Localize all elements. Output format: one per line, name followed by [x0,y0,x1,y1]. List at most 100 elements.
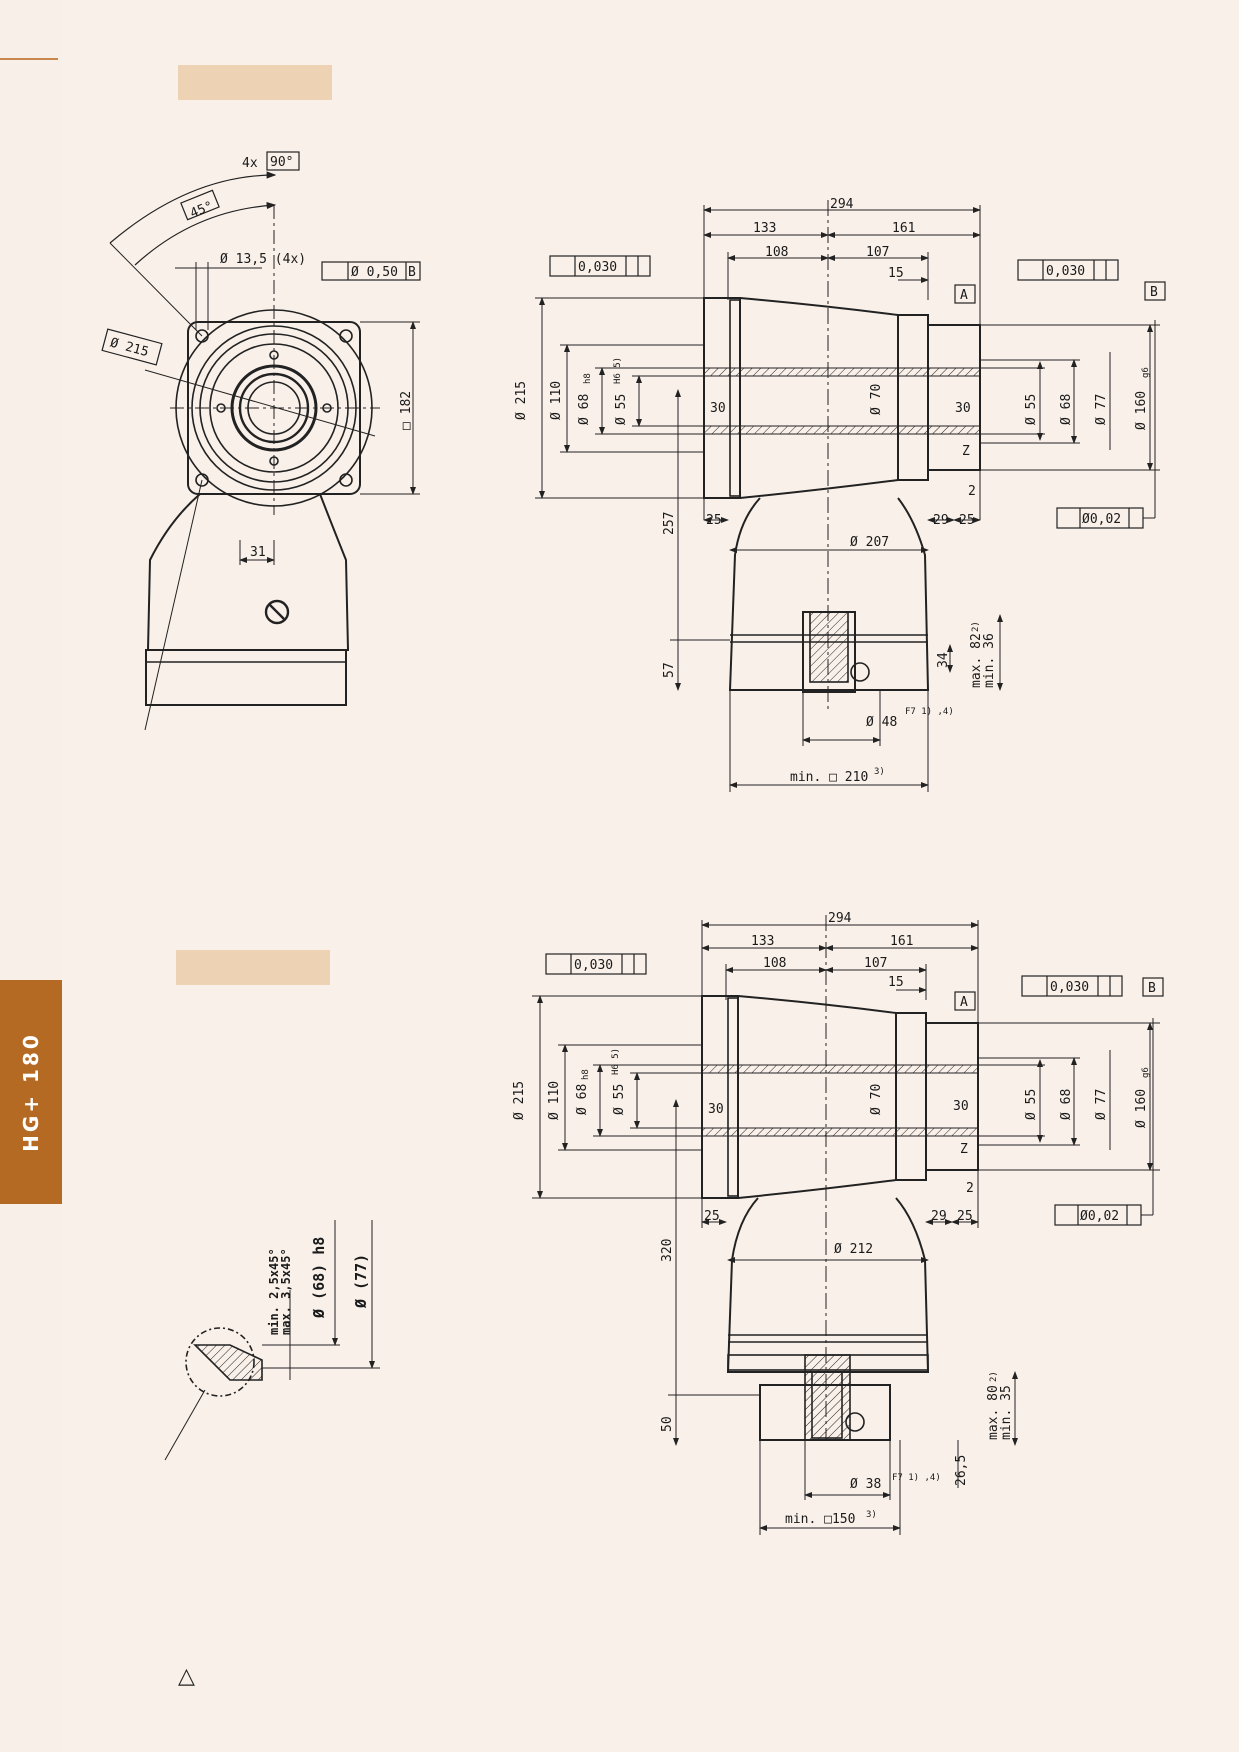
bore38-label: Ø 38 [850,1477,881,1492]
bottom-bore-30-right-label: 30 [953,1099,969,1114]
foot3-top-label: 3) [874,767,885,777]
dia-77-label: Ø 77 [1094,394,1109,425]
bottom-perp-tol-label: Ø0,02 [1080,1209,1119,1224]
bottom-overall-294-label: 294 [828,911,852,926]
top-left-view [101,151,421,731]
runout-left-label: 0,030 [578,260,617,275]
top-rule [0,58,58,60]
shoulder-15-label: 15 [888,266,904,281]
bore48-label: Ø 48 [866,715,897,730]
left-108-label: 108 [765,245,788,260]
foot3-bottom-label: 3) [866,1510,877,1520]
overall-294-label: 294 [830,197,854,212]
bottom-d25-left-label: 25 [704,1209,720,1224]
angle-90-label: 90° [270,155,293,170]
h57-label: 57 [662,662,677,678]
right-107-label: 107 [866,245,889,260]
top-left-labels: 4x 90° 45° Ø 13,5 (4x) Ø 0,50 B Ø 215 □ … [108,155,416,560]
d25-right-label: 25 [959,513,975,528]
footer-symbol: △ [178,1664,195,1689]
tol-h6-label: H6 5) [613,357,623,384]
bottom-shoulder-15-label: 15 [888,975,904,990]
detail-view [164,1220,380,1461]
two-label: 2 [968,484,976,499]
bottom-datum-b-label: B [1148,981,1156,996]
dia-77-detail-label: Ø (77) [352,1254,370,1309]
bottom-tol-h6-label: H6 5) [611,1048,621,1075]
side-tab: HG+ 180 [0,980,62,1204]
label-box-bottom [176,950,330,985]
dia-68-label: Ø 68 [577,394,592,425]
h257-label: 257 [662,512,677,535]
bottom-right-view [532,915,1164,1535]
dia-68-r-label: Ø 68 [1059,394,1074,425]
bottom-right-labels: 294 133 161 108 107 15 0,030 0,030 A B Ø… [512,911,1156,1527]
min-sq-150-label: min. □150 [785,1512,855,1527]
bore48-tol-label: F7 1) ,4) [905,707,954,717]
h320-label: 320 [660,1239,675,1262]
bottom-dia-68-r-label: Ø 68 [1059,1089,1074,1120]
left-133-label: 133 [753,221,776,236]
detail-labels: min. 2,5x45° max. 3,5x45° Ø (68) h8 Ø (7… [267,1237,370,1335]
right-161-label: 161 [892,221,915,236]
bottom-bore-30-left-label: 30 [708,1102,724,1117]
h50-label: 50 [660,1416,675,1432]
tol-g6-label: g6 [1141,367,1151,378]
perp-tol-label: Ø0,02 [1082,512,1121,527]
datum-b-label: B [1150,285,1158,300]
bottom-right-161-label: 161 [890,934,913,949]
dia-212-label: Ø 212 [834,1242,873,1257]
chamfer-max-label: max. 3,5x45° [279,1248,293,1335]
footer-triangle-icon: △ [178,1664,195,1689]
top-right-labels: 294 133 161 108 107 15 0,030 0,030 A B Ø… [514,197,1158,785]
foot2-bottom-label: 2) [989,1371,999,1382]
bottom-d25-right-label: 25 [957,1209,973,1224]
hole-dim-label: Ø 13,5 (4x) [220,252,306,267]
bottom-runout-left-label: 0,030 [574,958,613,973]
dia-55-label: Ø 55 [614,394,629,425]
bore-30-right-label: 30 [955,401,971,416]
dia-207-label: Ø 207 [850,535,889,550]
dia-110-label: Ø 110 [549,381,564,420]
bottom-dia-215-label: Ø 215 [512,1081,527,1120]
foot2-top-label: 2) [971,621,981,632]
bottom-z-mark-label: Z [960,1142,968,1157]
dia-215-label: Ø 215 [514,381,529,420]
d29-label: 29 [933,513,949,528]
square-182-label: □ 182 [399,391,414,430]
page-body [62,0,1239,1752]
datum-b-label-left: B [408,265,416,280]
bottom-dia-160-label: Ø 160 [1134,1089,1149,1128]
bottom-dia-110-label: Ø 110 [547,1081,562,1120]
bottom-left-108-label: 108 [763,956,786,971]
bottom-dia-55-r-label: Ø 55 [1024,1089,1039,1120]
runout-right-label: 0,030 [1046,264,1085,279]
bottom-dia-77-label: Ø 77 [1094,1089,1109,1120]
bottom-runout-right-label: 0,030 [1050,980,1089,995]
bottom-tol-g6-label: g6 [1141,1067,1151,1078]
tol-h8-label: h8 [583,373,593,384]
bottom-dia-55-label: Ø 55 [612,1084,627,1115]
dia-160-label: Ø 160 [1134,391,1149,430]
bottom-d29-label: 29 [931,1209,947,1224]
bottom-left-133-label: 133 [751,934,774,949]
position-tol-label: Ø 0,50 [351,265,398,280]
bottom-dia-70-label: Ø 70 [869,1084,884,1115]
bottom-tol-h8-label: h8 [581,1069,591,1080]
dia-70-label: Ø 70 [869,384,884,415]
d34-label: 34 [936,652,951,668]
label-box-top [178,65,332,100]
max80-label: max. 80 [986,1385,1001,1440]
chamfer-min-label: min. 2,5x45° [267,1248,281,1335]
bore-30-left-label: 30 [710,401,726,416]
offset-31-label: 31 [250,545,266,560]
min-sq-210-label: min. □ 210 [790,770,868,785]
dia-68-detail-label: Ø (68) h8 [310,1237,328,1319]
bore38-tol-label: F7 1) ,4) [892,1473,941,1483]
bottom-right-107-label: 107 [864,956,887,971]
min36-label: min. 36 [982,633,997,688]
page-margin [0,0,62,1752]
max82-label: max. 82 [969,633,984,688]
d25-left-label: 25 [706,513,722,528]
